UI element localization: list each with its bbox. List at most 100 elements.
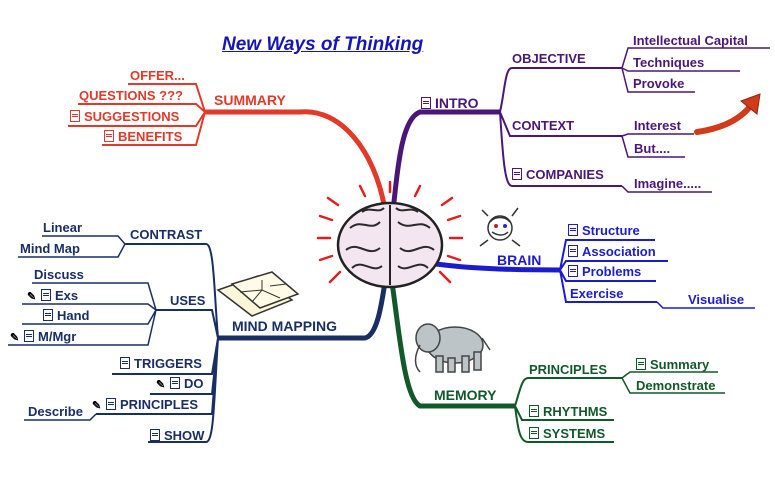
- objective-label[interactable]: OBJECTIVE: [512, 51, 586, 66]
- brain-label[interactable]: BRAIN: [497, 252, 542, 268]
- document-icon: [106, 398, 116, 410]
- document-icon: [104, 130, 114, 142]
- pen-icon: ✎: [156, 379, 166, 391]
- document-icon: [41, 289, 51, 301]
- brain-item-structure[interactable]: Structure: [568, 223, 640, 238]
- uses-item-hand-text: Hand: [57, 308, 90, 323]
- intro-label[interactable]: INTRO: [421, 96, 479, 111]
- intro-main-branch: [390, 109, 500, 213]
- brain-icon: [316, 180, 464, 289]
- summary-item-suggestions-text: SUGGESTIONS: [84, 109, 180, 124]
- mind-mapping-main-branch: [218, 281, 388, 341]
- objective-item-intellectual-capital[interactable]: Intellectual Capital: [633, 33, 748, 48]
- context-leaves: [621, 133, 694, 158]
- contrast-item-linear[interactable]: Linear: [43, 220, 83, 235]
- brain-item-problems[interactable]: Problems: [568, 264, 641, 279]
- context-item-but[interactable]: But....: [634, 141, 671, 156]
- document-icon: [512, 168, 522, 180]
- exercise-item-visualise[interactable]: Visualise: [688, 292, 745, 307]
- summary-item-offer[interactable]: OFFER...: [130, 68, 185, 83]
- document-icon: [43, 309, 53, 321]
- memory-sub-branches: [514, 377, 622, 443]
- principles-label-text: PRINCIPLES: [120, 397, 199, 412]
- uses-item-exs[interactable]: ✎ Exs: [27, 288, 78, 305]
- document-icon: [421, 97, 431, 109]
- context-label[interactable]: CONTEXT: [512, 118, 575, 133]
- mind-mapping-sub-branches: [96, 243, 219, 443]
- uses-item-hand[interactable]: Hand: [43, 308, 90, 323]
- intro-sub-branches: [499, 67, 622, 187]
- summary-item-suggestions[interactable]: SUGGESTIONS: [70, 109, 179, 124]
- memory-principles-item-summary[interactable]: Summary: [636, 357, 709, 372]
- intro-label-text: INTRO: [435, 95, 479, 111]
- uses-leaves: [8, 282, 157, 346]
- document-icon: [24, 330, 34, 342]
- summary-label[interactable]: SUMMARY: [214, 92, 286, 108]
- memory-label[interactable]: MEMORY: [434, 387, 497, 403]
- brain-glow-marks: [316, 180, 464, 284]
- companies-label-text: COMPANIES: [526, 167, 604, 182]
- brain-item-problems-text: Problems: [582, 264, 642, 279]
- memory-principles-leaves: [621, 371, 725, 394]
- principles-leaf: [24, 413, 97, 421]
- triggers-label[interactable]: TRIGGERS: [120, 356, 202, 371]
- exercise-leaf: [656, 301, 755, 309]
- context-item-interest[interactable]: Interest: [634, 118, 681, 133]
- contrast-label[interactable]: CONTRAST: [130, 227, 203, 242]
- document-icon: [568, 245, 578, 257]
- show-label[interactable]: SHOW: [150, 428, 204, 443]
- objective-leaves: [621, 47, 770, 93]
- brain-cartoon-icon: [479, 207, 521, 247]
- document-icon: [529, 427, 539, 439]
- pen-icon: ✎: [10, 332, 20, 344]
- memory-principles-item-summary-text: Summary: [650, 357, 710, 372]
- systems-label-text: SYSTEMS: [543, 426, 606, 441]
- triggers-label-text: TRIGGERS: [134, 356, 202, 371]
- uses-label[interactable]: USES: [170, 293, 206, 308]
- uses-item-exs-text: Exs: [55, 288, 79, 303]
- intro-arrow: [694, 101, 755, 135]
- document-icon: [529, 405, 539, 417]
- document-icon: [150, 429, 160, 441]
- document-icon: [568, 224, 578, 236]
- memory-principles-item-demonstrate[interactable]: Demonstrate: [636, 378, 716, 393]
- document-icon: [568, 265, 578, 277]
- do-label-text: DO: [184, 376, 204, 391]
- summary-item-benefits[interactable]: BENEFITS: [104, 129, 182, 144]
- uses-item-discuss[interactable]: Discuss: [34, 267, 84, 282]
- map-title: New Ways of Thinking: [222, 34, 424, 55]
- companies-label[interactable]: COMPANIES: [512, 167, 604, 182]
- memory-main-branch: [389, 281, 515, 409]
- brain-item-association[interactable]: Association: [568, 244, 656, 259]
- principles-label[interactable]: ✎ PRINCIPLES: [92, 397, 198, 414]
- rhythms-label-text: RHYTHMS: [543, 404, 608, 419]
- document-icon: [120, 357, 130, 369]
- companies-item-imagine[interactable]: Imagine.....: [634, 176, 702, 191]
- mind-mapping-label[interactable]: MIND MAPPING: [232, 318, 337, 334]
- brain-sub-branches: [559, 239, 668, 303]
- summary-item-benefits-text: BENEFITS: [118, 129, 183, 144]
- summary-main-branch: [205, 109, 388, 211]
- document-icon: [70, 110, 80, 122]
- pen-icon: ✎: [92, 400, 102, 412]
- objective-item-provoke[interactable]: Provoke: [633, 76, 685, 91]
- brain-item-exercise[interactable]: Exercise: [570, 286, 624, 301]
- summary-item-questions[interactable]: QUESTIONS ???: [79, 88, 183, 103]
- intro-arrow-head: [740, 93, 761, 115]
- summary-sub-branches: [68, 83, 206, 146]
- uses-item-mmgr[interactable]: ✎M/Mgr: [10, 329, 76, 346]
- contrast-leaves: [18, 235, 126, 258]
- principles-item-describe[interactable]: Describe: [28, 404, 83, 419]
- memory-principles-label[interactable]: PRINCIPLES: [529, 362, 608, 377]
- document-icon: [636, 358, 646, 370]
- do-label[interactable]: ✎ DO: [156, 376, 204, 393]
- companies-leaves: [621, 185, 712, 193]
- pen-icon: ✎: [27, 291, 37, 303]
- rhythms-label[interactable]: RHYTHMS: [529, 404, 607, 419]
- objective-item-techniques[interactable]: Techniques: [633, 55, 705, 70]
- contrast-item-mind-map[interactable]: Mind Map: [20, 241, 80, 256]
- systems-label[interactable]: SYSTEMS: [529, 426, 605, 441]
- brain-item-association-text: Association: [582, 244, 656, 259]
